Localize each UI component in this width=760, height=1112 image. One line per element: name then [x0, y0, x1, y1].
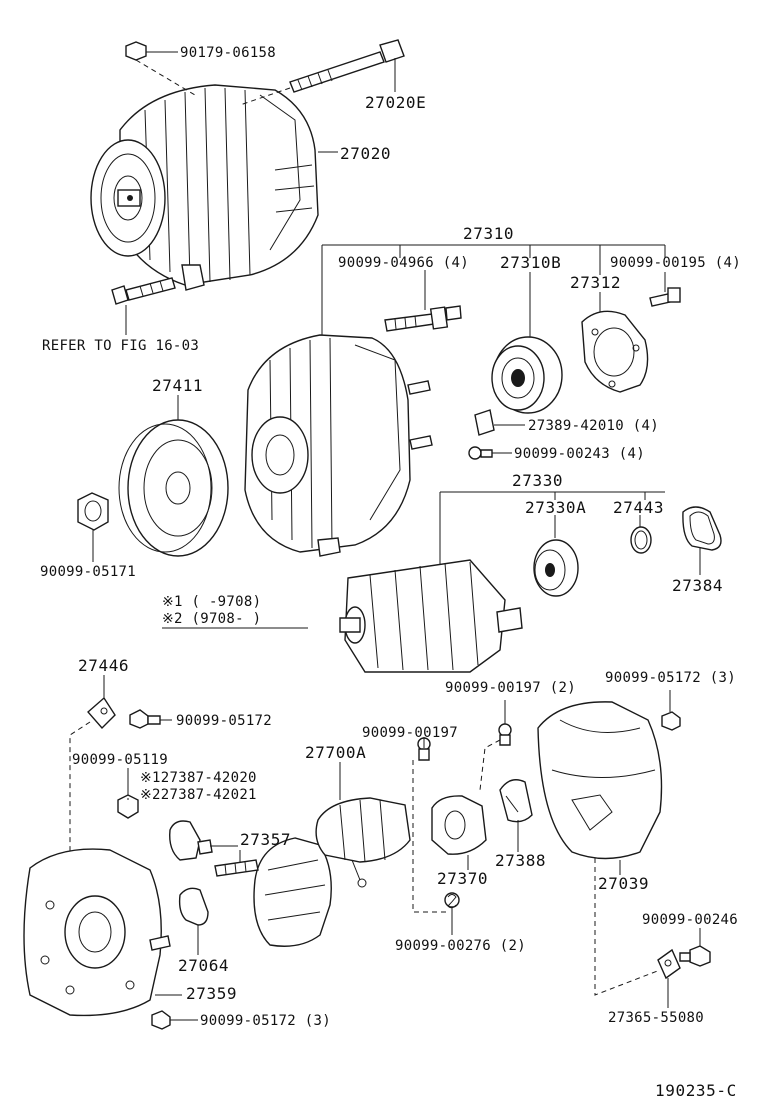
- reference-note: REFER TO FIG 16-03: [42, 338, 200, 354]
- screw-bottom-part: [151, 1010, 198, 1030]
- bolt-27020E-part: [239, 39, 405, 106]
- plate-27312-part: [581, 310, 649, 393]
- brush-holder-27370-part: [431, 795, 487, 870]
- part-number-label: 27365-55080: [608, 1010, 705, 1026]
- part-number-label: 27411: [152, 376, 204, 395]
- figure-code: 190235-C: [655, 1081, 737, 1100]
- part-number-label: 90099-00197: [362, 725, 459, 741]
- part-number-label: 27330A: [525, 498, 587, 517]
- pulley-nut-part: [77, 492, 109, 562]
- cover-27384-part: [682, 506, 722, 551]
- ring-27443-part: [630, 526, 652, 554]
- bracket-27446-part: [87, 675, 116, 730]
- part-number-label: 90099-04966 (4): [338, 255, 469, 271]
- part-number-label: 27388: [495, 851, 547, 870]
- part-number-label: 27039: [598, 874, 650, 893]
- nut-90099-05119-part: [117, 768, 139, 819]
- alternator-assembly-part: [90, 84, 319, 291]
- bolt-90099-00246-part: [679, 928, 711, 967]
- screw-90099-00197-part: [417, 737, 431, 761]
- screw-90099-00276-part: [444, 892, 460, 935]
- part-number-label: 27064: [178, 956, 230, 975]
- part-number-label: 27370: [437, 869, 489, 888]
- part-number-label: 90099-00276 (2): [395, 938, 526, 954]
- date-note-1: ※1 ( -9708): [162, 594, 262, 610]
- part-number-label: 90099-05172 (3): [605, 670, 736, 686]
- screw-90099-00243-part: [468, 446, 512, 460]
- part-number-label: ※227387-42021: [140, 787, 257, 803]
- bearing-27330A-part: [533, 539, 579, 597]
- part-number-label: 90099-05119: [72, 752, 169, 768]
- rectifier-end-frame-part: [23, 848, 182, 1017]
- stud-bolt-part: [384, 305, 462, 332]
- bearing-27310B-part: [491, 336, 563, 414]
- terminal-insulator-part: [169, 820, 238, 861]
- part-number-label: 27357: [240, 830, 292, 849]
- date-note-2: ※2 (9708- ): [162, 611, 262, 627]
- brush-holder-part: [214, 837, 332, 947]
- part-number-label: 27443: [613, 498, 665, 517]
- pulley-part: [118, 395, 229, 557]
- rotor-part: [339, 559, 523, 673]
- screw-90099-00197-pair-part: [479, 700, 512, 791]
- part-number-label: 90099-05172: [176, 713, 273, 729]
- terminal-clip-part: [474, 409, 525, 436]
- lower-bolt-part: [111, 277, 176, 305]
- part-number-label: 27700A: [305, 743, 367, 762]
- part-number-label: 90099-00197 (2): [445, 680, 576, 696]
- part-number-label: 90099-05171: [40, 564, 137, 580]
- part-number-label: 90099-00195 (4): [610, 255, 741, 271]
- part-number-label: 27020E: [365, 93, 427, 112]
- part-number-label: ※127387-42020: [140, 770, 257, 786]
- regulator-27700A-part: [315, 762, 411, 888]
- part-number-label: 27330: [512, 471, 564, 490]
- part-number-label: 27310: [463, 224, 515, 243]
- part-number-label: 27020: [340, 144, 392, 163]
- terminal-27365-part: [657, 948, 681, 1008]
- part-number-label: 27359: [186, 984, 238, 1003]
- part-number-label: 27312: [570, 273, 622, 292]
- rear-cover-part: [537, 701, 663, 875]
- part-number-label: 90099-05172 (3): [200, 1013, 331, 1029]
- part-number-label: 90099-00243 (4): [514, 446, 645, 462]
- seal-27064-part: [178, 887, 209, 955]
- cover-27388-part: [499, 779, 533, 852]
- part-number-label: 27446: [78, 656, 130, 675]
- part-number-label: 90179-06158: [180, 45, 277, 61]
- drive-end-frame-part: [244, 334, 433, 557]
- nut-90179-part: [125, 41, 196, 96]
- screw-90099-00195-part: [649, 287, 681, 307]
- bolt-90099-05172-part: [129, 709, 172, 729]
- part-number-label: 27389-42010 (4): [528, 418, 659, 434]
- screw-90099-05172-3-part: [661, 690, 681, 731]
- part-number-label: 27310B: [500, 253, 562, 272]
- part-number-label: 27384: [672, 576, 724, 595]
- part-number-label: 90099-00246: [642, 912, 739, 928]
